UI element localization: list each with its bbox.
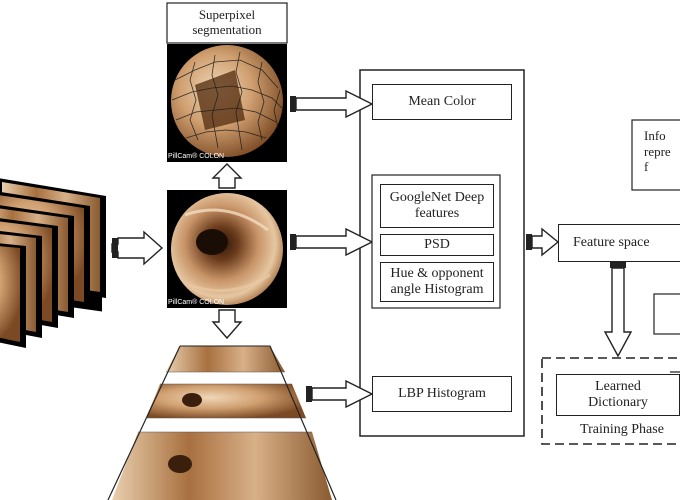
arrow-feature-space-to-dictionary [603, 262, 633, 358]
training-phase-label: Training Phase [580, 422, 664, 437]
input-frame-stack [0, 178, 106, 348]
image-pyramid [107, 345, 337, 500]
pillcam-caption-mid: PillCam® COLON [168, 299, 225, 306]
right-partial-box [653, 293, 680, 335]
arrow-stack-to-frame [111, 230, 164, 266]
arrow-pyramid-to-lbp [306, 379, 374, 409]
mean-color-box: Mean Color [372, 84, 512, 120]
googlenet-box: GoogleNet Deep features [380, 184, 494, 228]
endoscopy-frame [167, 190, 287, 308]
superpixel-image [167, 44, 287, 162]
hue-histogram-box: Hue & opponent angle Histogram [380, 262, 494, 302]
lbp-histogram-box: LBP Histogram [372, 376, 512, 412]
arrow-to-feature-space [526, 227, 560, 257]
info-representation-box [631, 119, 680, 191]
pillcam-caption-top: PillCam® COLON [168, 153, 225, 160]
arrow-frame-to-global-features [290, 227, 374, 257]
learned-dictionary-box: Learned Dictionary [556, 374, 680, 416]
superpixel-label-box [166, 2, 288, 44]
info-representation-label: Info repre f [644, 128, 671, 175]
arrow-frame-to-pyramid [211, 309, 243, 340]
arrow-superpixel-to-meancolor [290, 89, 374, 119]
psd-box: PSD [380, 234, 494, 256]
training-phase-region [541, 357, 680, 445]
superpixel-label: Superpixel segmentation [192, 7, 262, 37]
arrow-frame-to-superpixel [211, 163, 243, 189]
feature-space-box: Feature space [558, 224, 680, 262]
